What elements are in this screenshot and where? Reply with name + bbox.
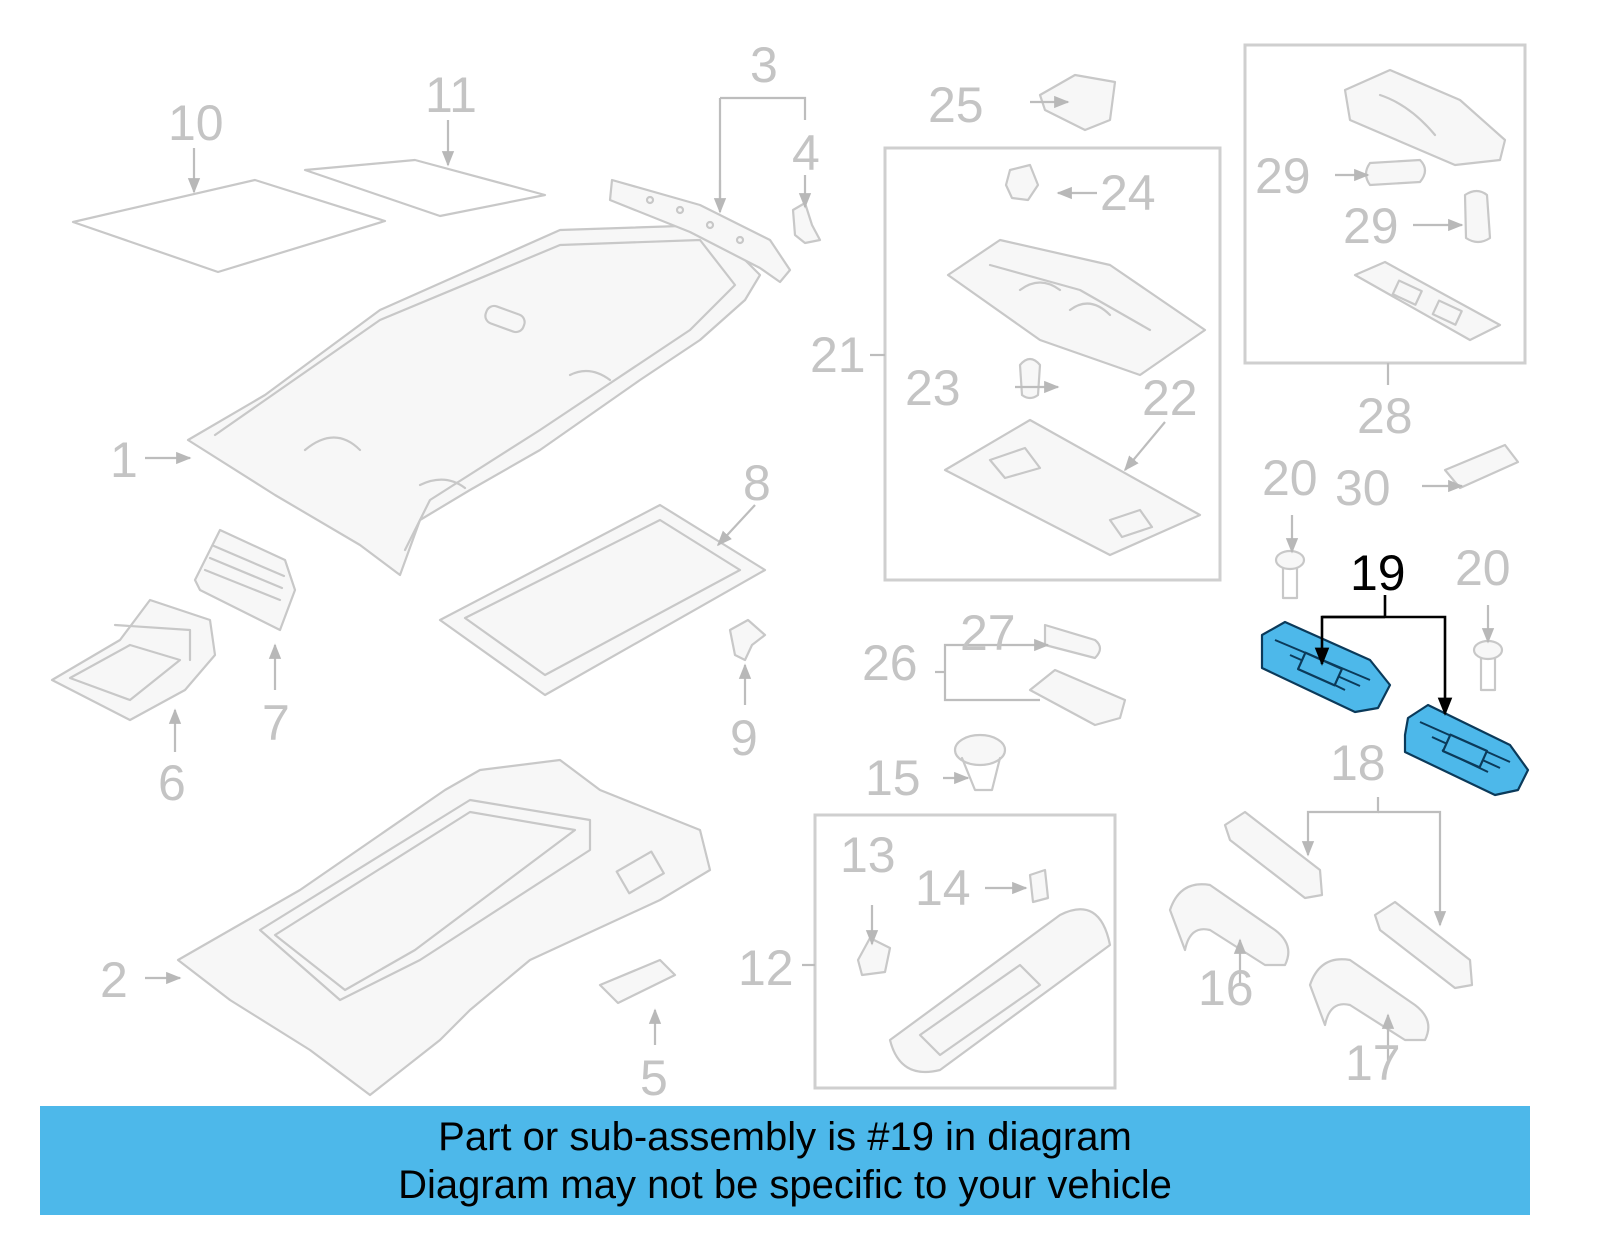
callout-3: 3 [750, 37, 778, 93]
part-1-headliner [186, 223, 762, 577]
part-7-grille [193, 528, 297, 632]
part-15-clip [953, 733, 1007, 792]
callout-14: 14 [915, 860, 971, 916]
callout-28: 28 [1357, 388, 1413, 444]
part-13-clip [856, 936, 892, 977]
callout-7: 7 [262, 695, 290, 751]
callout-24: 24 [1100, 165, 1156, 221]
part-12-sun-visor [888, 908, 1112, 1074]
callout-2: 2 [100, 952, 128, 1008]
part-19-holder-left[interactable] [1260, 620, 1392, 714]
callout-9: 9 [730, 710, 758, 766]
callout-26: 26 [862, 635, 918, 691]
part-28-lamp [1343, 68, 1507, 167]
part-18-bracket-b [1373, 900, 1474, 990]
part-14-clip [1028, 868, 1050, 904]
part-30-lamp [1443, 443, 1520, 490]
callout-20b: 20 [1455, 540, 1511, 596]
callout-4: 4 [792, 125, 820, 181]
part-29-bulb-a [1364, 158, 1427, 187]
part-8-frame [438, 503, 767, 697]
callout-18: 18 [1330, 735, 1386, 791]
part-10-panel [71, 178, 387, 274]
callout-17: 17 [1345, 1035, 1401, 1091]
part-20-screw-right [1472, 639, 1504, 692]
part-26-lamp [1028, 668, 1127, 727]
part-5-light [598, 958, 677, 1005]
part-2-headliner [176, 758, 712, 1097]
banner-line-2: Diagram may not be specific to your vehi… [398, 1162, 1172, 1207]
callout-16: 16 [1198, 960, 1254, 1016]
callout-6: 6 [158, 755, 186, 811]
part-22-lens [943, 418, 1202, 557]
part-17-grab-handle [1308, 958, 1430, 1042]
banner-line-1: Part or sub-assembly is #19 in diagram [438, 1114, 1132, 1159]
info-banner: Part or sub-assembly is #19 in diagram D… [40, 1106, 1530, 1215]
part-28-lens [1353, 260, 1502, 342]
callout-10: 10 [168, 95, 224, 151]
callout-22: 22 [1142, 370, 1198, 426]
callout-29a: 29 [1255, 148, 1311, 204]
callout-25: 25 [928, 77, 984, 133]
callout-11: 11 [425, 67, 477, 123]
callout-27: 27 [960, 605, 1016, 661]
group-box-12 [813, 813, 1117, 1090]
callout-13: 13 [840, 827, 896, 883]
callout-8: 8 [743, 455, 771, 511]
part-25-bracket [1038, 73, 1117, 132]
part-4-clip [791, 201, 822, 245]
callout-5: 5 [640, 1050, 668, 1106]
part-19-holder-right[interactable] [1403, 703, 1530, 797]
part-27-bulb [1043, 623, 1102, 660]
part-29-bulb-b [1463, 189, 1492, 244]
group-box-21 [883, 146, 1222, 582]
part-16-grab-handle [1168, 883, 1290, 967]
part-20-screw-left [1274, 549, 1306, 600]
callout-30: 30 [1335, 460, 1391, 516]
callout-19[interactable]: 19 [1350, 545, 1406, 601]
callout-1: 1 [110, 432, 138, 488]
group-box-28 [1243, 43, 1527, 365]
part-9-clip [728, 618, 767, 662]
part-21-console [946, 238, 1207, 377]
part-3-trim-strip [608, 178, 792, 284]
callout-29b: 29 [1343, 198, 1399, 254]
part-11-panel [303, 158, 547, 218]
callout-23: 23 [905, 360, 961, 416]
part-18-bracket-a [1223, 810, 1324, 900]
callout-15: 15 [865, 750, 921, 806]
leader-lines [145, 95, 1495, 1060]
part-24-bulb-holder [1004, 163, 1040, 202]
part-23-bulb [1018, 357, 1042, 400]
part-6-bracket [50, 598, 217, 722]
callout-20a: 20 [1262, 450, 1318, 506]
callout-12: 12 [738, 940, 794, 996]
callout-21: 21 [810, 327, 866, 383]
